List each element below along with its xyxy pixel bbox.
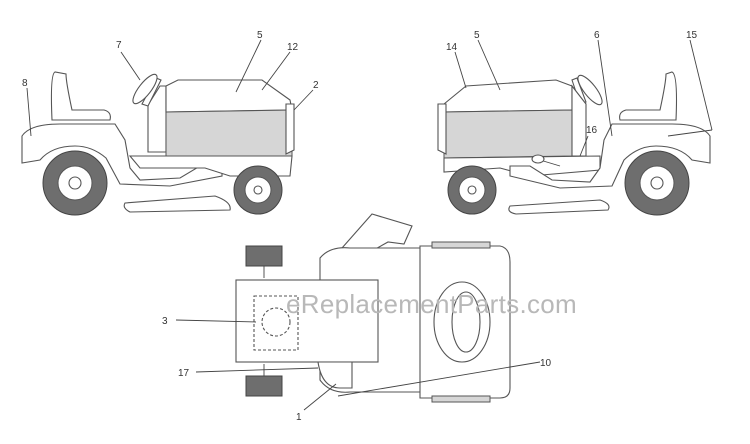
leader-5-right — [477, 39, 501, 91]
right-dash — [571, 84, 587, 157]
callout-2: 2 — [313, 80, 319, 91]
right-steering-wheel — [577, 74, 603, 106]
left-rear-fender — [21, 123, 223, 187]
right-hood — [443, 79, 573, 113]
callout-5-left: 5 — [257, 30, 263, 41]
left-mower-deck — [123, 195, 231, 213]
watermark-text: eReplacementParts.com — [286, 289, 577, 319]
left-side-view: 7 5 12 8 2 — [21, 30, 319, 216]
top-rear-tire-upper — [431, 241, 491, 249]
top-rear-tire-lower — [431, 395, 491, 403]
leader-8 — [26, 87, 32, 137]
leader-10 — [337, 361, 541, 397]
leader-6 — [597, 39, 613, 137]
left-rear-hub — [68, 176, 82, 190]
right-side-view: 14 5 6 15 16 — [437, 30, 713, 216]
callout-1: 1 — [296, 412, 302, 423]
callout-10: 10 — [540, 358, 552, 369]
left-seat — [50, 71, 111, 121]
callout-5-right: 5 — [474, 30, 480, 41]
right-rear-hub — [650, 176, 664, 190]
top-front-tire-lower — [245, 375, 283, 397]
leader-2 — [293, 89, 314, 111]
leader-3 — [175, 319, 257, 323]
callout-6: 6 — [594, 30, 600, 41]
leader-1 — [303, 383, 337, 411]
top-discharge-chute — [340, 213, 413, 253]
top-dash-panel — [317, 361, 353, 389]
callout-8: 8 — [22, 78, 28, 89]
callout-15: 15 — [686, 30, 698, 41]
left-steering-wheel — [132, 73, 158, 105]
left-front-hub — [253, 185, 263, 195]
right-rear-fender — [509, 123, 711, 189]
callout-7: 7 — [116, 40, 122, 51]
right-front-hub — [467, 185, 477, 195]
leader-17 — [195, 367, 319, 373]
callout-14: 14 — [446, 42, 458, 53]
right-mower-deck — [508, 199, 610, 215]
top-view: 3 17 10 1 — [162, 213, 552, 423]
callout-3: 3 — [162, 316, 168, 327]
left-grille — [285, 103, 295, 155]
leader-16 — [579, 135, 589, 157]
callout-12: 12 — [287, 42, 299, 53]
leader-5-left — [235, 39, 262, 93]
top-seat-cushion — [451, 291, 481, 353]
leader-7 — [120, 51, 141, 81]
top-front-tire-upper — [245, 245, 283, 267]
left-hood — [165, 79, 293, 113]
right-seat — [619, 71, 678, 121]
leader-12 — [261, 51, 291, 91]
callout-17: 17 — [178, 368, 190, 379]
right-lever-knob — [531, 154, 545, 164]
callout-16: 16 — [586, 125, 598, 136]
right-hood-side — [443, 109, 573, 159]
right-grille — [437, 103, 447, 155]
leader-15b — [667, 129, 713, 137]
leader-15 — [689, 39, 713, 131]
left-hood-side — [165, 109, 293, 157]
leader-14 — [454, 51, 467, 89]
top-engine-circle — [261, 307, 291, 337]
